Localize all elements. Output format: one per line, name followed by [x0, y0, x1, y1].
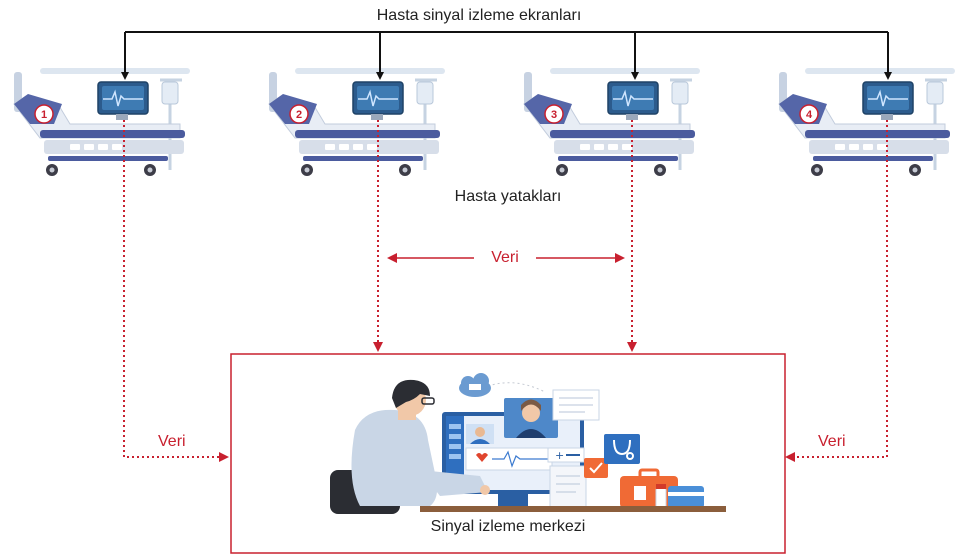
monitoring-center-caption: Sinyal izleme merkezi [430, 518, 586, 535]
bed-number: 3 [551, 109, 557, 121]
svg-text:+: + [555, 449, 564, 462]
operator-at-workstation-icon: + [330, 373, 726, 514]
patient-beds-caption: Hasta yatakları [454, 188, 562, 205]
data-label-right: Veri [818, 433, 846, 450]
bed-number-badge [289, 104, 309, 124]
bed-number-badge [544, 104, 564, 124]
patient-bed-3: 3 [522, 66, 702, 178]
bed-number: 2 [296, 109, 302, 121]
patient-bed-1: 1 [12, 66, 192, 178]
bed-number: 1 [41, 109, 47, 121]
bed-number-badge [34, 104, 54, 124]
bed-number: 4 [806, 109, 813, 121]
patient-bed-4: 4 [777, 66, 957, 178]
data-flow-left [123, 120, 229, 462]
cloud-icon [459, 373, 491, 397]
bed-number-badge [799, 104, 819, 124]
monitor-connector [121, 31, 892, 80]
data-flow-lines [123, 120, 888, 462]
monitor-screens-title: Hasta sinyal izleme ekranları [376, 7, 582, 24]
stethoscope-icon [604, 434, 640, 464]
data-label-left: Veri [158, 433, 186, 450]
patient-bed-2: 2 [267, 66, 447, 178]
data-label-middle: Veri [491, 249, 519, 266]
data-flow-right [785, 120, 888, 462]
medical-kit-icon [620, 468, 704, 509]
